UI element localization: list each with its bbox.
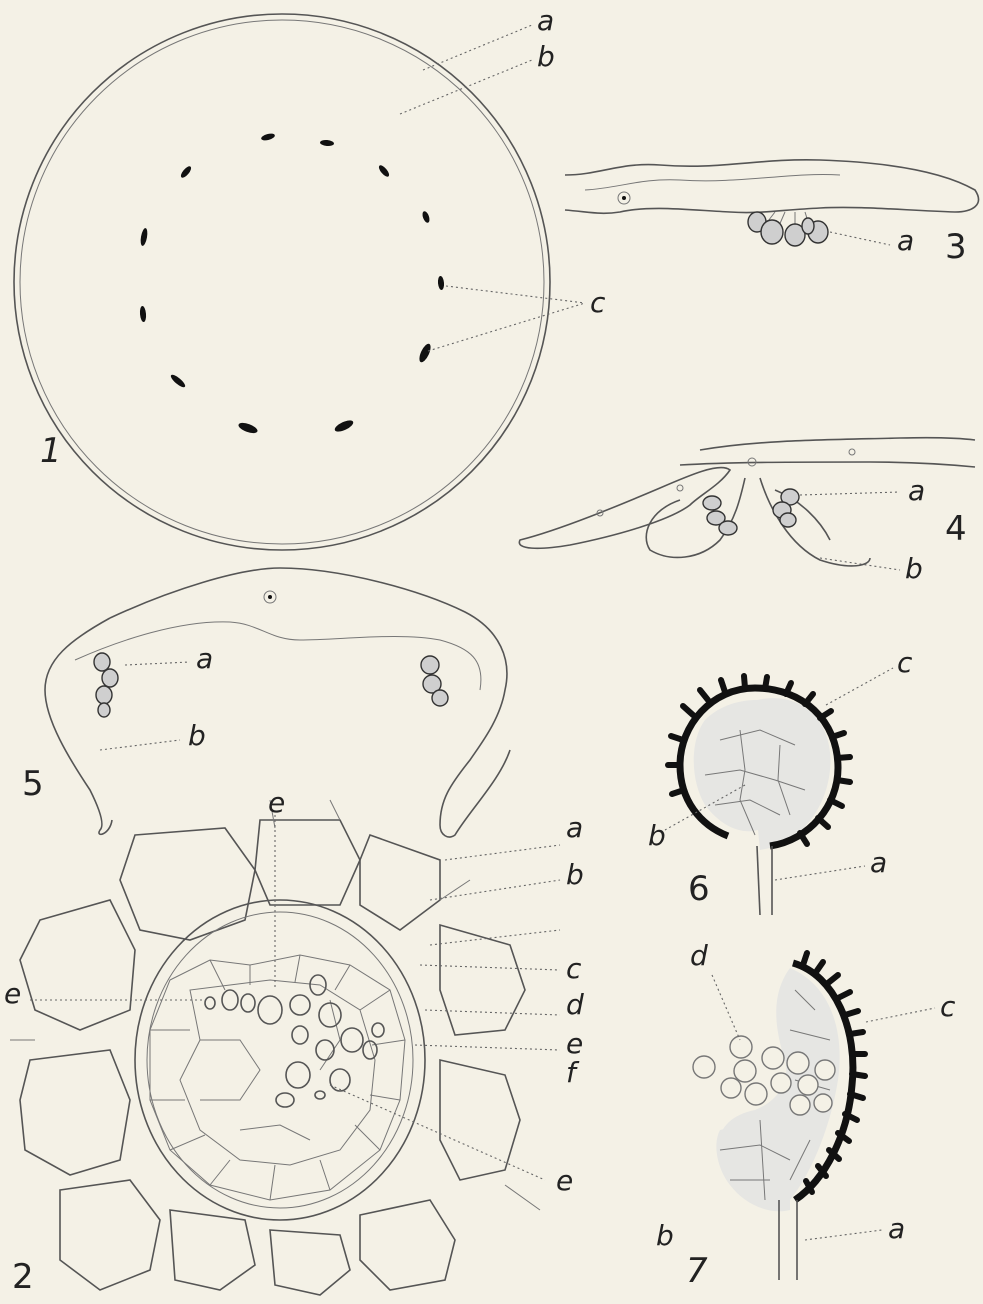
- fig7-label-b: b: [656, 1219, 674, 1252]
- fig7-label-a: a: [888, 1212, 905, 1245]
- fig2-label-c: c: [566, 952, 582, 985]
- fig2-label-a: a: [566, 811, 583, 844]
- fig5-label-b: b: [188, 719, 206, 752]
- fig5-label-a: a: [196, 642, 213, 675]
- fig2-label-e-left: e: [4, 977, 21, 1010]
- fig1-label-a: a: [537, 4, 554, 37]
- fig1-label-b: b: [537, 40, 555, 73]
- figure-5-pinna-section: a b 5: [22, 568, 510, 837]
- figure-4-number: 4: [945, 509, 967, 549]
- figure-4-pinna-section: a b 4: [519, 438, 975, 585]
- fig7-label-c: c: [940, 990, 956, 1023]
- fig4-label-b: b: [905, 552, 923, 585]
- figure-1-number: 1: [40, 431, 62, 471]
- fig2-label-e-bottom: e: [556, 1164, 573, 1197]
- fig1-label-c: c: [590, 286, 606, 319]
- fig3-label-a: a: [897, 224, 914, 257]
- fig6-label-c: c: [897, 646, 913, 679]
- figure-3-number: 3: [945, 227, 967, 267]
- figure-1-cross-section: a b c 1: [14, 4, 606, 550]
- figure-7-number: 7: [686, 1251, 708, 1291]
- figure-2-number: 2: [12, 1257, 34, 1297]
- figure-6-number: 6: [688, 869, 710, 909]
- fig6-label-a: a: [870, 846, 887, 879]
- fig2-label-d: d: [566, 988, 584, 1021]
- fig6-label-b: b: [648, 819, 666, 852]
- figure-5-number: 5: [22, 764, 44, 804]
- fig7-label-d: d: [690, 939, 708, 972]
- figure-6-sporocarp: c b a 6: [648, 646, 913, 915]
- fig4-label-a: a: [908, 474, 925, 507]
- figure-7-dehiscing-sporocarp: c d b a 7: [656, 939, 956, 1291]
- fig2-label-e-top: e: [268, 786, 285, 819]
- figure-2-root-cross-section: e a b c d e e f e 2: [4, 786, 584, 1297]
- fig2-label-b: b: [566, 858, 584, 891]
- fig2-label-f: f: [566, 1056, 580, 1089]
- figure-3-pinna-section: a 3: [565, 160, 978, 267]
